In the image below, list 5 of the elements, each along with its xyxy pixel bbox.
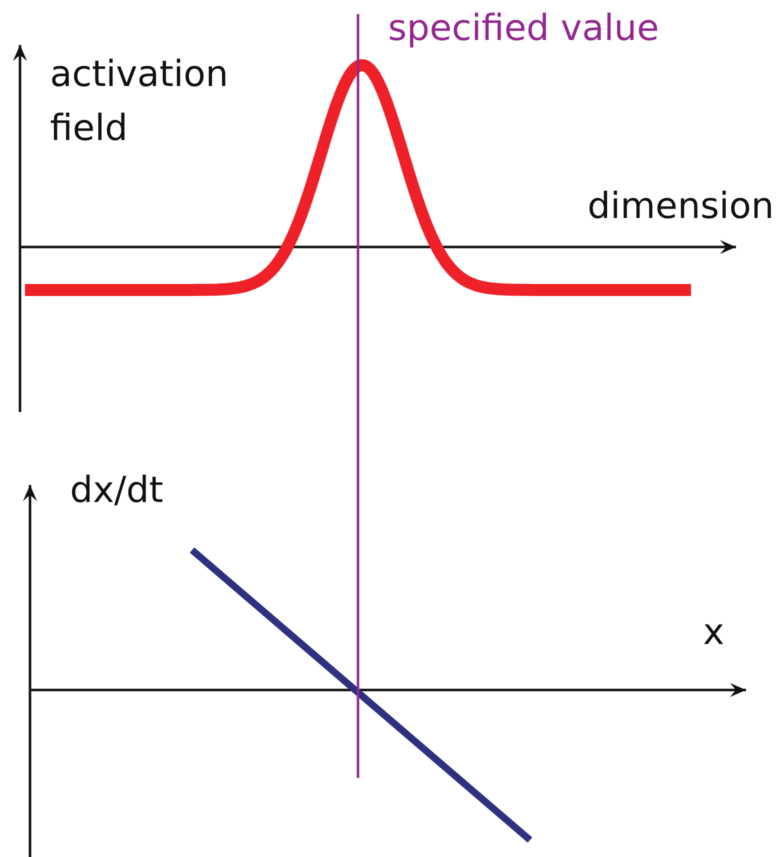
axis-label: dimension	[588, 185, 774, 229]
axis-label: dx/dt	[70, 469, 164, 513]
marker-label: specified value	[388, 7, 660, 51]
axis-label: x	[703, 611, 724, 655]
axis-label: activation field	[50, 53, 230, 151]
